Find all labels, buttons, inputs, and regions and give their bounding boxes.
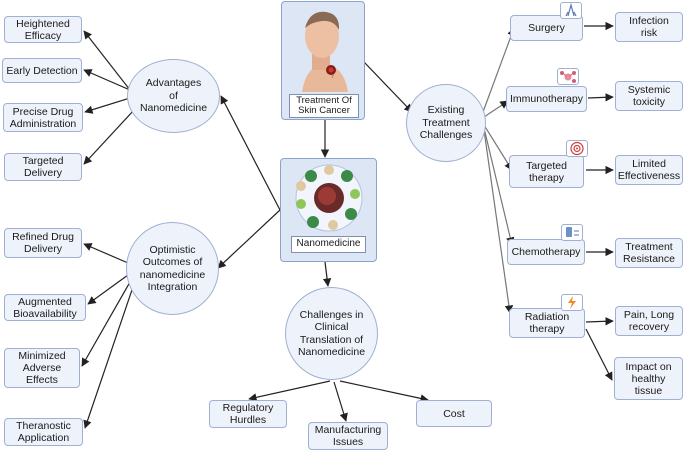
outcome-minimized-adverse-effects: Minimized Adverse Effects xyxy=(4,348,80,388)
skin-cancer-label: Treatment Of Skin Cancer xyxy=(289,94,359,118)
challenge-treatment-resistance: Treatment Resistance xyxy=(615,238,683,268)
outcomes-hub: Optimistic Outcomes of nanomedicine Inte… xyxy=(126,222,219,315)
treatment-targeted-therapy: Targeted therapy xyxy=(509,155,584,188)
arrow-exist-surgery xyxy=(482,27,516,113)
patient-illustration xyxy=(302,11,348,92)
challenge-impact-healthy-tissue: Impact on healthy tissue xyxy=(614,357,683,400)
arrow-chal-3 xyxy=(339,380,429,403)
arrow-out-3 xyxy=(81,281,131,367)
arrow-out-4 xyxy=(83,283,135,429)
arrow-adv-1 xyxy=(83,30,131,91)
immune-cell-icon xyxy=(557,68,579,85)
arrow-exist-targeted xyxy=(483,124,513,171)
challenge-manufacturing-issues: Manufacturing Issues xyxy=(308,422,388,450)
outcome-augmented-bioavailability: Augmented Bioavailability xyxy=(4,294,86,321)
advantage-early-detection: Early Detection xyxy=(2,58,82,83)
challenge-limited-effectiveness: Limited Effectiveness xyxy=(615,155,683,185)
challenge-infection-risk: Infection risk xyxy=(615,12,683,42)
arrow-chal-2 xyxy=(333,381,348,422)
advantage-targeted-delivery: Targeted Delivery xyxy=(4,153,82,181)
arrow-radiation-2 xyxy=(585,328,613,381)
advantage-precise-drug-administration: Precise Drug Administration xyxy=(3,103,83,132)
challenge-regulatory-hurdles: Regulatory Hurdles xyxy=(209,400,287,428)
arrow-adv-4 xyxy=(83,109,135,165)
nanoparticle-illustration xyxy=(295,164,363,232)
arrow-exist-immuno xyxy=(483,100,509,118)
outcome-refined-drug-delivery: Refined Drug Delivery xyxy=(4,228,82,258)
advantages-hub: Advantages of Nanomedicine xyxy=(127,59,220,133)
existing-hub: Existing Treatment Challenges xyxy=(406,84,486,162)
arrow-out-2 xyxy=(87,274,129,305)
arrow-treatment-to-existing xyxy=(363,61,413,113)
treatment-radiation-therapy: Radiation therapy xyxy=(509,308,585,338)
arrow-radiation-1 xyxy=(585,317,614,326)
iv-drip-icon xyxy=(561,224,583,241)
arrow-nano-to-challenges xyxy=(322,261,332,287)
skin-cancer-panel: Treatment Of Skin Cancer xyxy=(281,1,365,120)
surgery-tool-icon xyxy=(560,2,582,19)
arrow-immuno xyxy=(587,93,614,102)
arrow-adv-2 xyxy=(83,69,131,91)
treatment-surgery: Surgery xyxy=(510,15,583,41)
arrow-out-1 xyxy=(83,243,129,264)
challenge-systemic-toxicity: Systemic toxicity xyxy=(615,81,683,111)
target-icon xyxy=(566,140,588,157)
treatment-chemotherapy: Chemotherapy xyxy=(507,239,585,265)
arrow-adv-3 xyxy=(84,97,131,114)
nanomedicine-label: Nanomedicine xyxy=(291,236,366,253)
advantage-heightened-efficacy: Heightened Efficacy xyxy=(4,16,82,43)
challenges-hub: Challenges in Clinical Translation of Na… xyxy=(285,287,378,380)
arrow-exist-chemo xyxy=(483,127,515,246)
nanomedicine-panel: Nanomedicine xyxy=(280,158,377,262)
arrow-nano-to-outcomes xyxy=(217,209,281,269)
radiation-bolt-icon xyxy=(561,294,583,311)
arrow-exist-radiation xyxy=(483,129,514,314)
arrow-nano-to-advantages xyxy=(220,95,281,211)
challenge-pain-long-recovery: Pain, Long recovery xyxy=(615,306,683,336)
arrow-chal-1 xyxy=(248,380,331,402)
treatment-immunotherapy: Immunotherapy xyxy=(506,86,587,112)
challenge-cost: Cost xyxy=(416,400,492,427)
outcome-theranostic-application: Theranostic Application xyxy=(4,418,83,446)
